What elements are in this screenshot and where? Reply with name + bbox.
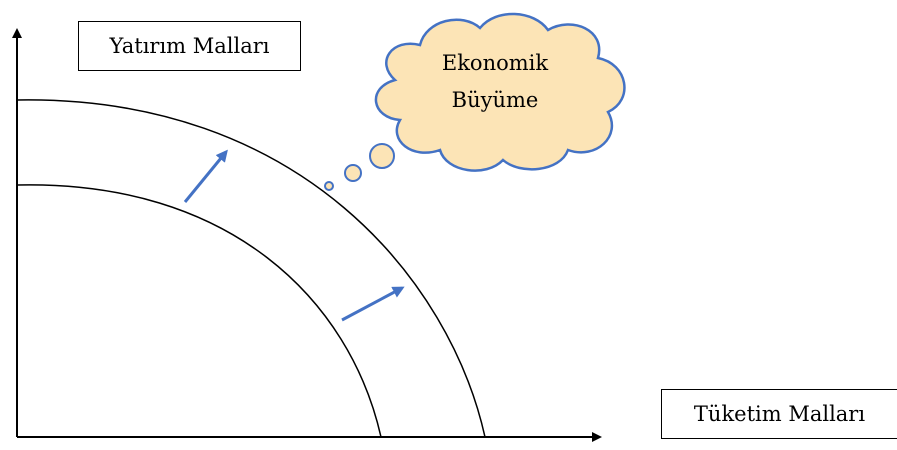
thought-bubble-small <box>324 181 334 191</box>
callout-line-1: Ekonomik <box>441 51 549 75</box>
cloud-callout <box>374 12 626 172</box>
shift-arrow-upper <box>183 149 228 203</box>
y-axis-label: Yatırım Malları <box>78 21 301 71</box>
cloud-callout-text: Ekonomik Büyüme <box>395 45 595 119</box>
shift-arrow-lower <box>341 286 405 322</box>
callout-line-2: Büyüme <box>451 88 539 112</box>
thought-bubble-medium <box>344 164 362 182</box>
thought-bubble-large <box>369 143 395 169</box>
inner-ppf-curve <box>16 184 382 438</box>
x-axis-label: Tüketim Malları <box>661 389 897 439</box>
outer-ppf-curve <box>16 99 486 438</box>
